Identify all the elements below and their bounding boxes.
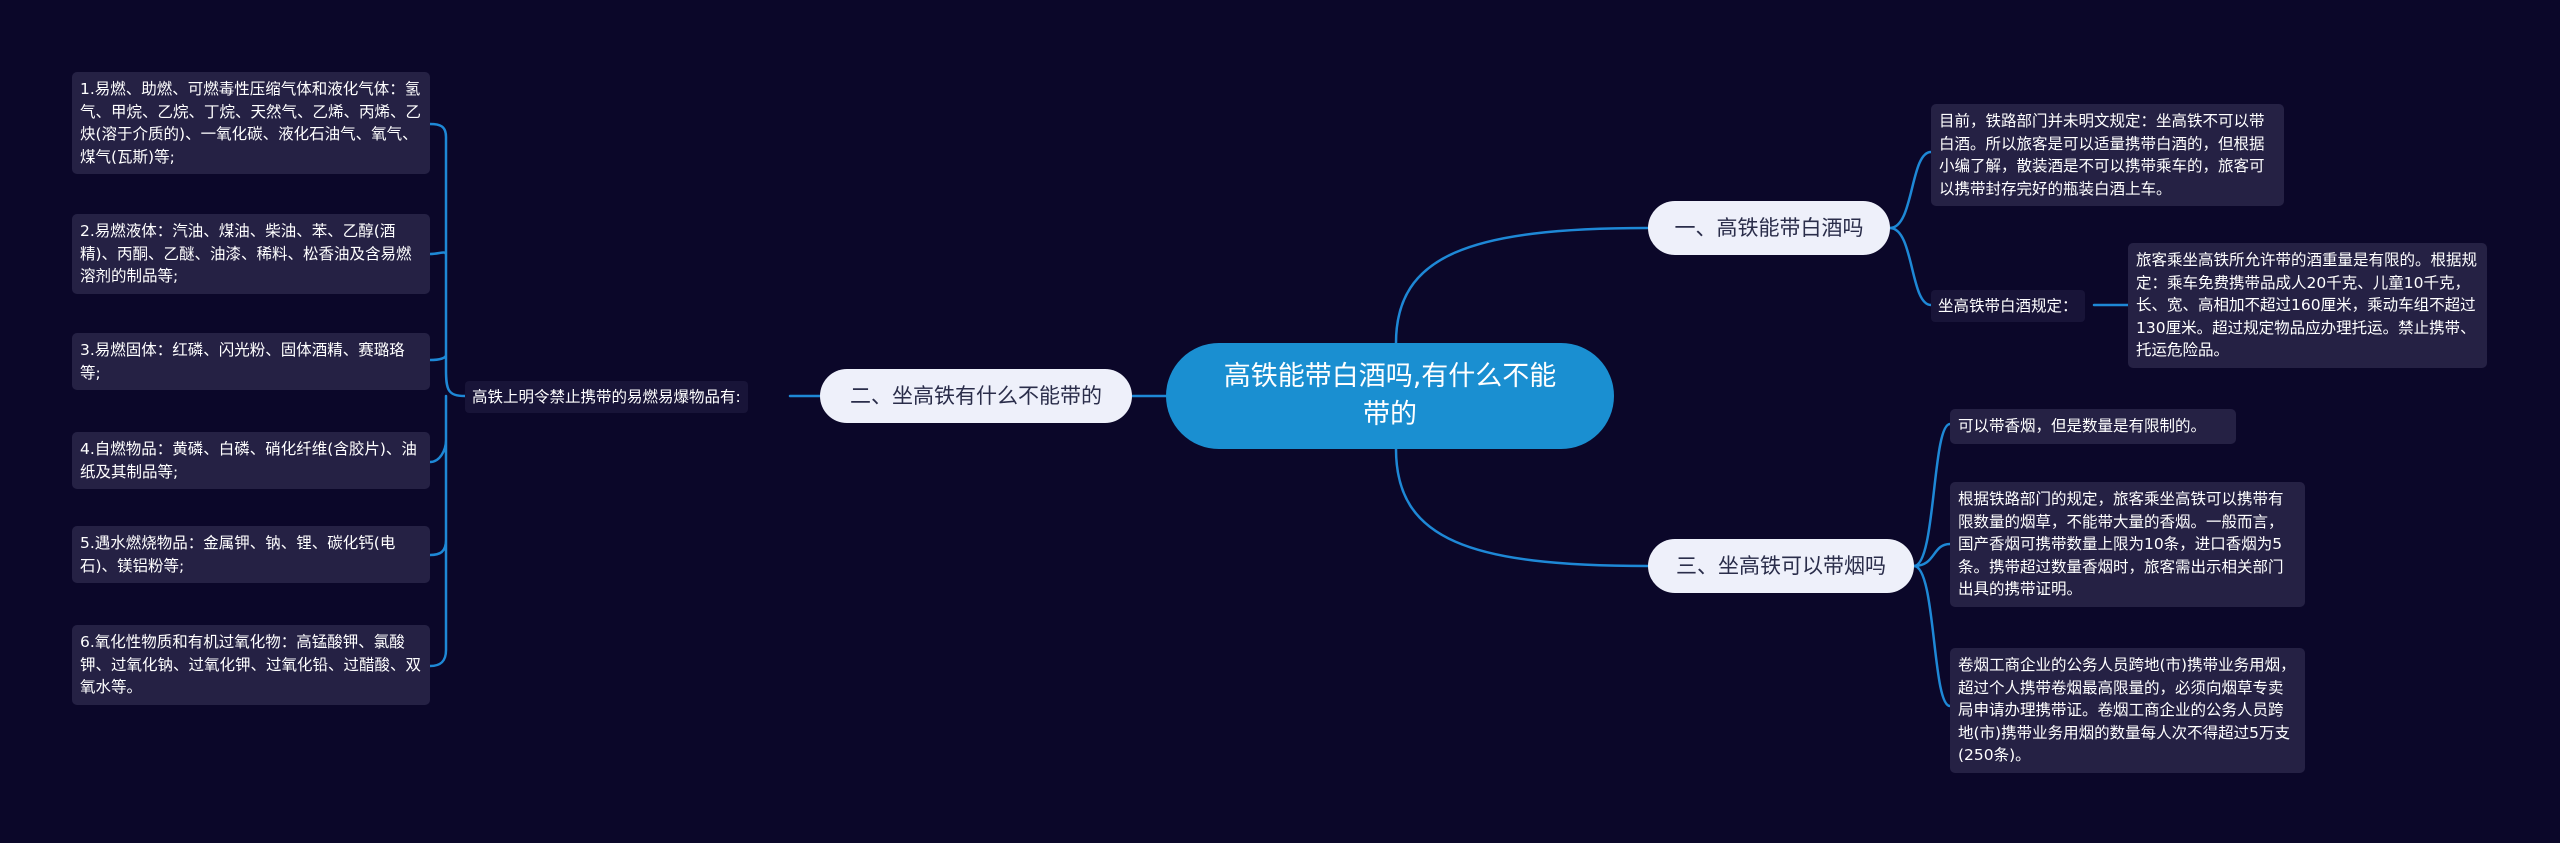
branch-1-leaf[interactable]: 目前，铁路部门并未明文规定：坐高铁不可以带白酒。所以旅客是可以适量携带白酒的，但… — [1931, 104, 2284, 206]
connector-sublabel-to-leaves — [428, 122, 467, 668]
branch-3-leaf-1[interactable]: 可以带香烟，但是数量是有限制的。 — [1950, 409, 2236, 444]
branch-2-leaf-2-text: 2.易燃液体：汽油、煤油、柴油、苯、乙醇(酒精)、丙酮、乙醚、油漆、稀料、松香油… — [80, 222, 412, 285]
branch-2-leaf-1-text: 1.易燃、助燃、可燃毒性压缩气体和液化气体：氢气、甲烷、乙烷、丁烷、天然气、乙烯… — [80, 80, 422, 166]
branch-3-leaf-1-text: 可以带香烟，但是数量是有限制的。 — [1958, 417, 2207, 435]
connector-root-to-branch-3 — [1394, 447, 1650, 568]
connector-branch1-to-sublabel — [1888, 226, 1933, 307]
branch-1-sublabel-leaf[interactable]: 旅客乘坐高铁所允许带的酒重量是有限的。根据规定：乘车免费携带品成人20千克、儿童… — [2128, 243, 2487, 368]
branch-3-leaf-3-text: 卷烟工商企业的公务人员跨地(市)携带业务用烟，超过个人携带卷烟最高限量的，必须向… — [1958, 656, 2296, 764]
central-topic[interactable]: 高铁能带白酒吗,有什么不能带的 — [1166, 343, 1614, 449]
branch-3[interactable]: 三、坐高铁可以带烟吗 — [1648, 539, 1914, 593]
branch-2-leaf-1[interactable]: 1.易燃、助燃、可燃毒性压缩气体和液化气体：氢气、甲烷、乙烷、丁烷、天然气、乙烯… — [72, 72, 430, 174]
branch-2-leaf-3[interactable]: 3.易燃固体：红磷、闪光粉、固体酒精、赛璐珞等; — [72, 333, 430, 390]
branch-1-leaf-text: 目前，铁路部门并未明文规定：坐高铁不可以带白酒。所以旅客是可以适量携带白酒的，但… — [1939, 112, 2265, 198]
branch-1-sublabel-leaf-text: 旅客乘坐高铁所允许带的酒重量是有限的。根据规定：乘车免费携带品成人20千克、儿童… — [2136, 251, 2478, 359]
branch-2-label: 二、坐高铁有什么不能带的 — [850, 384, 1102, 408]
connector-branch3-to-leaf-3 — [1912, 564, 1952, 708]
branch-2-leaf-5-text: 5.遇水燃烧物品：金属钾、钠、锂、碳化钙(电石)、镁铝粉等; — [80, 534, 396, 575]
branch-3-leaf-3[interactable]: 卷烟工商企业的公务人员跨地(市)携带业务用烟，超过个人携带卷烟最高限量的，必须向… — [1950, 648, 2305, 773]
branch-2-leaf-4-text: 4.自燃物品：黄磷、白磷、硝化纤维(含胶片)、油纸及其制品等; — [80, 440, 417, 481]
branch-1-label: 一、高铁能带白酒吗 — [1674, 216, 1864, 240]
central-topic-text: 高铁能带白酒吗,有什么不能带的 — [1223, 361, 1557, 430]
branch-1-sublabel-text: 坐高铁带白酒规定： — [1938, 297, 2078, 315]
branch-2-sublabel-text: 高铁上明令禁止携带的易燃易爆物品有: — [472, 388, 741, 406]
connector-branch3-to-leaf-1 — [1912, 422, 1952, 568]
connector-root-to-branch-1 — [1394, 226, 1650, 345]
branch-2[interactable]: 二、坐高铁有什么不能带的 — [820, 369, 1132, 423]
branch-2-leaf-3-text: 3.易燃固体：红磷、闪光粉、固体酒精、赛璐珞等; — [80, 341, 405, 382]
branch-3-leaf-2-text: 根据铁路部门的规定，旅客乘坐高铁可以携带有限数量的烟草，不能带大量的香烟。一般而… — [1958, 490, 2284, 598]
branch-3-label: 三、坐高铁可以带烟吗 — [1676, 554, 1886, 578]
connector-branch1-to-leaf — [1888, 150, 1933, 230]
branch-2-leaf-6-text: 6.氧化性物质和有机过氧化物：高锰酸钾、氯酸钾、过氧化钠、过氧化钾、过氧化铅、过… — [80, 633, 422, 696]
branch-2-leaf-4[interactable]: 4.自燃物品：黄磷、白磷、硝化纤维(含胶片)、油纸及其制品等; — [72, 432, 430, 489]
branch-3-leaf-2[interactable]: 根据铁路部门的规定，旅客乘坐高铁可以携带有限数量的烟草，不能带大量的香烟。一般而… — [1950, 482, 2305, 607]
branch-2-leaf-2[interactable]: 2.易燃液体：汽油、煤油、柴油、苯、乙醇(酒精)、丙酮、乙醚、油漆、稀料、松香油… — [72, 214, 430, 294]
branch-1[interactable]: 一、高铁能带白酒吗 — [1648, 201, 1890, 255]
branch-2-leaf-5[interactable]: 5.遇水燃烧物品：金属钾、钠、锂、碳化钙(电石)、镁铝粉等; — [72, 526, 430, 583]
branch-2-leaf-6[interactable]: 6.氧化性物质和有机过氧化物：高锰酸钾、氯酸钾、过氧化钠、过氧化钾、过氧化铅、过… — [72, 625, 430, 705]
branch-2-sublabel[interactable]: 高铁上明令禁止携带的易燃易爆物品有: — [465, 381, 748, 413]
connector-branch3-to-leaf-2 — [1912, 542, 1952, 568]
branch-1-sublabel[interactable]: 坐高铁带白酒规定： — [1931, 290, 2085, 322]
